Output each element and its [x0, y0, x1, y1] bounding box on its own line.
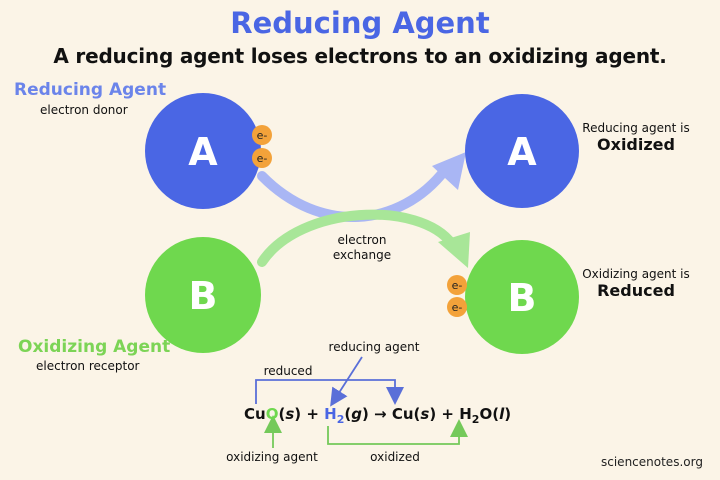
reduced-caption-line2: Reduced [597, 281, 675, 300]
oxidized-caption: Reducing agent is Oxidized [576, 121, 696, 154]
exchange-label-2: exchange [333, 248, 391, 262]
reducing-agent-annotation: reducing agent [329, 340, 420, 354]
eq-plus1: + [306, 405, 319, 423]
eq-g: g [351, 405, 362, 423]
oxidized-caption-line2: Oxidized [597, 135, 675, 154]
page-subtitle: A reducing agent loses electrons to an o… [53, 44, 667, 68]
eq-cu2: Cu [392, 405, 414, 423]
eq-plus2: + [441, 405, 454, 423]
reduced-bracket [255, 379, 404, 405]
electron-b-1 [447, 275, 467, 295]
circle-b-right-letter: B [508, 276, 537, 320]
eq-sub2b: 2 [472, 413, 480, 426]
eq-l: l [499, 405, 505, 423]
eq-s2: s [420, 405, 429, 423]
reduced-annotation: reduced [264, 364, 313, 378]
electron-transfer-arrowhead-green [438, 232, 470, 268]
electron-b-1-label: e- [452, 279, 463, 292]
electron-a-1-label: e- [257, 129, 268, 142]
oxidizing-agent-annotation: oxidizing agent [226, 450, 318, 464]
circle-b-left [145, 237, 261, 353]
electron-b-2-label: e- [452, 301, 463, 314]
electron-transfer-arrow-blue [257, 165, 450, 222]
reducing-agent-pointer [330, 356, 363, 407]
electron-a-2-label: e- [257, 152, 268, 165]
electron-a-2 [252, 148, 272, 168]
circle-a-left [145, 93, 261, 209]
eq-h2o-o: O [479, 405, 492, 423]
circle-a-right [465, 94, 579, 208]
oxidizing-agent-sub: electron receptor [36, 359, 140, 373]
eq-h: H [324, 405, 337, 423]
circle-a-right-letter: A [507, 130, 537, 174]
eq-sub2a: 2 [337, 413, 345, 426]
oxidized-annotation: oxidized [370, 450, 420, 464]
oxidizing-agent-label: Oxidizing Agent [18, 337, 171, 357]
electron-a-1 [252, 125, 272, 145]
exchange-label-1: electron [337, 233, 386, 247]
eq-s1: s [285, 405, 294, 423]
chemical-equation: CuO(s) + H2(g) → Cu(s) + H2O(l) [244, 405, 511, 426]
oxidized-bracket [327, 419, 468, 445]
eq-cu1: Cu [244, 405, 266, 423]
electron-transfer-arrow-green [257, 209, 457, 267]
reduced-caption: Oxidizing agent is Reduced [576, 267, 696, 300]
circle-b-right [465, 240, 579, 354]
reduced-caption-line1: Oxidizing agent is [582, 267, 690, 281]
source-watermark: sciencenotes.org [601, 455, 703, 469]
page-title: Reducing Agent [230, 6, 490, 40]
electron-b-2 [447, 297, 467, 317]
circle-a-left-letter: A [188, 130, 218, 174]
eq-o1: O [266, 405, 279, 423]
oxidized-caption-line1: Reducing agent is [582, 121, 690, 135]
circle-b-left-letter: B [189, 274, 218, 318]
eq-h2o-h: H [459, 405, 472, 423]
reducing-agent-sub: electron donor [40, 103, 128, 117]
electron-transfer-arrowhead-blue [432, 152, 466, 190]
eq-arrow: → [374, 405, 387, 423]
reducing-agent-label: Reducing Agent [14, 80, 167, 100]
